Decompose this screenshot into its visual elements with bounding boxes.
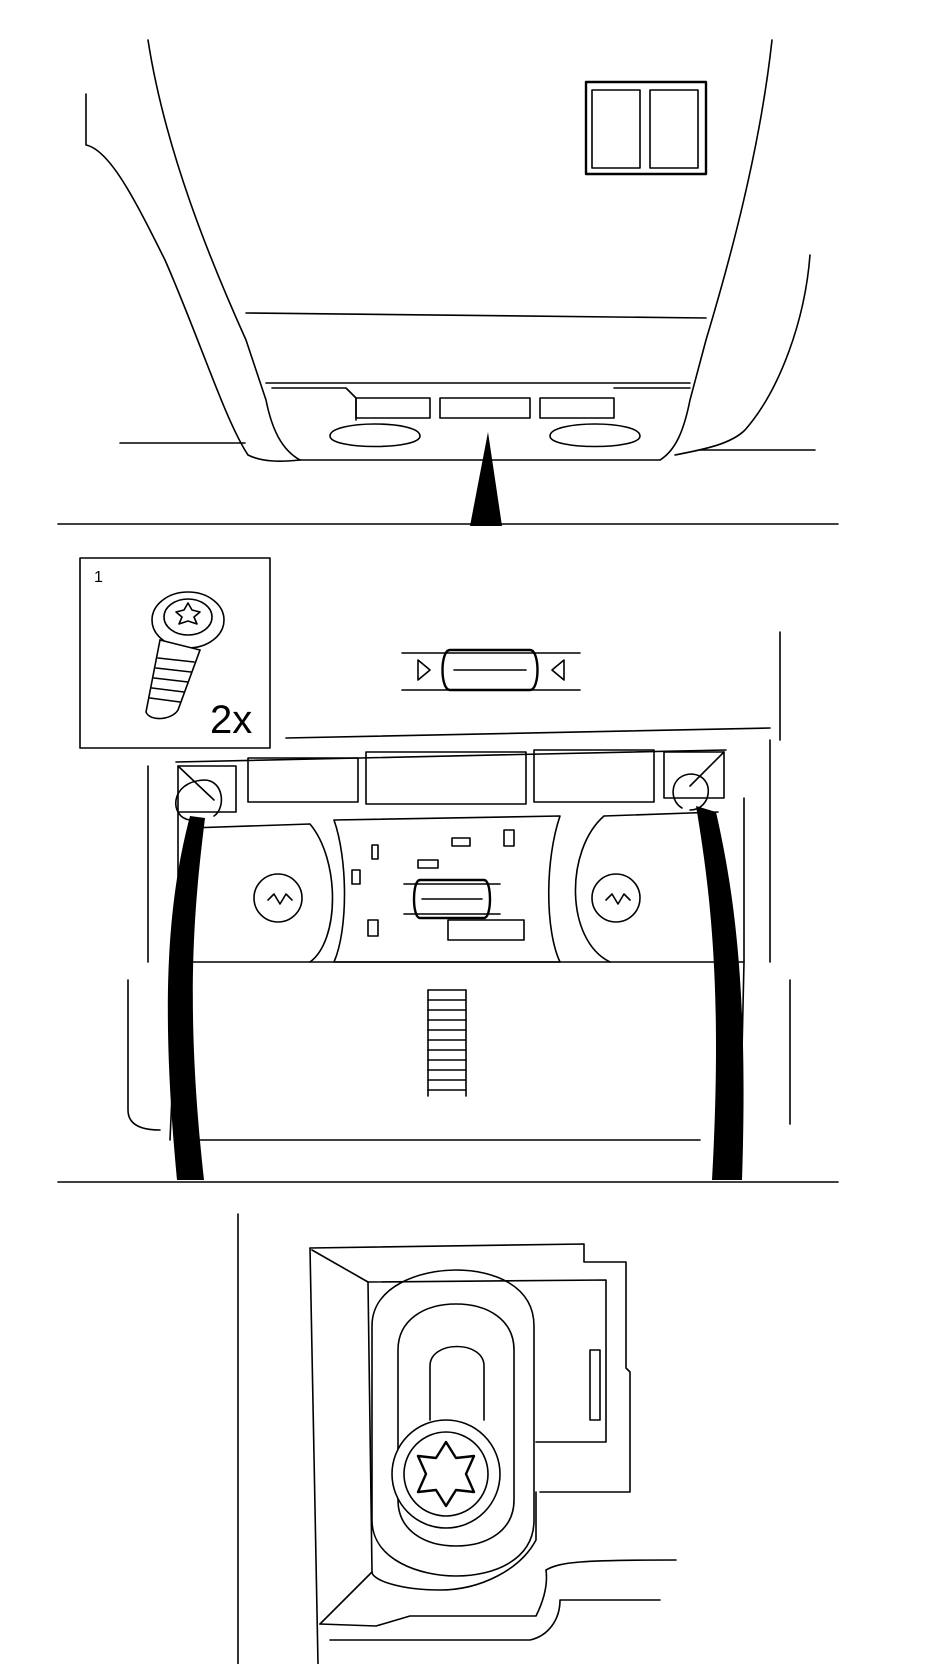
torx-head-icon (391, 1419, 501, 1529)
quantity-label: 2x (210, 698, 252, 742)
bulb-icon (401, 648, 581, 692)
panel-light-unit: 1 2x (57, 557, 839, 1183)
callout-box (79, 557, 271, 749)
torx-screw-icon (145, 591, 225, 720)
panel-screw-detail (237, 1213, 677, 1664)
callout-number: 1 (94, 569, 103, 586)
vent-grille (427, 989, 467, 1097)
arrow-pointer-icon (470, 432, 502, 526)
panel-overview (57, 39, 839, 526)
